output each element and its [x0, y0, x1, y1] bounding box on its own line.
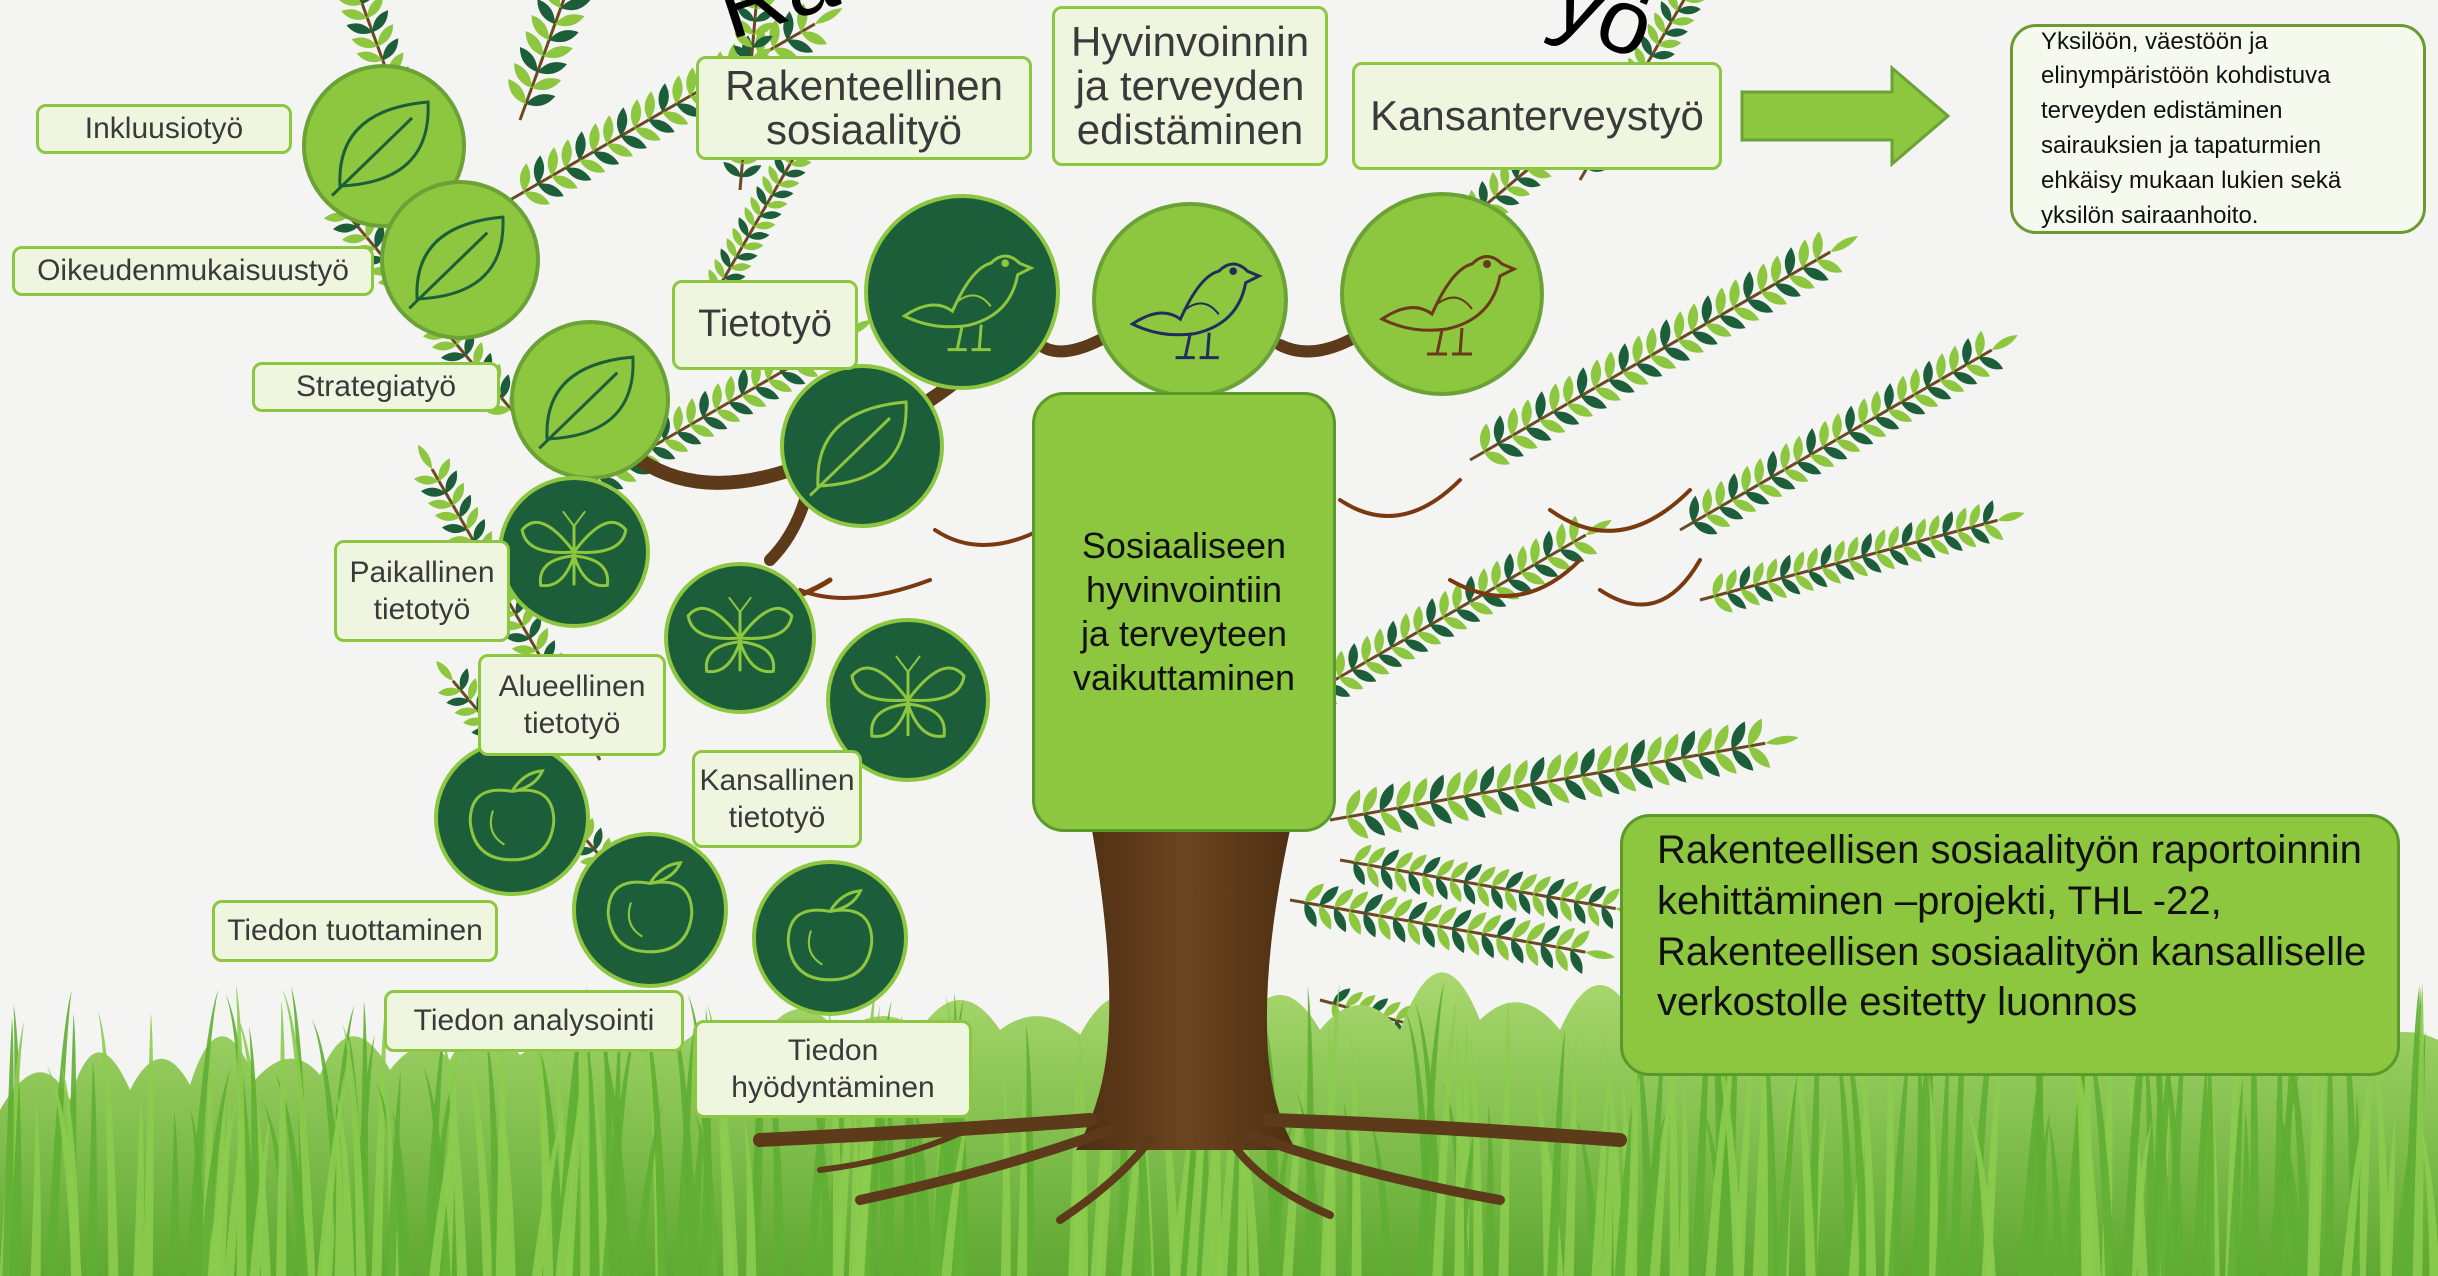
leaf-spray	[1699, 500, 2025, 613]
leaf-spray	[508, 0, 638, 121]
label-oikeudenmukaisuustyo: Oikeudenmukaisuustyö	[12, 246, 374, 296]
label-tietotyo: Tietotyö	[672, 280, 858, 370]
leaf-icon	[380, 180, 540, 340]
label-rakenteellinen-sosiaalityo: Rakenteellinen sosiaalityö	[696, 56, 1032, 160]
leaf-spray	[1329, 718, 1799, 839]
tree-trunk	[1076, 830, 1296, 1150]
arrow-right-icon	[1740, 64, 1951, 168]
tree-roots	[753, 1113, 1627, 1224]
leaf-spray	[1339, 844, 1644, 930]
butterfly-icon	[826, 618, 990, 782]
center-theme-box: Sosiaaliseen hyvinvointiin ja terveyteen…	[1032, 392, 1336, 832]
peach-icon	[572, 832, 728, 988]
bird-icon	[864, 194, 1060, 390]
grass-blades	[0, 980, 2438, 1276]
label-tiedon-tuottaminen: Tiedon tuottaminen	[212, 900, 498, 962]
butterfly-icon	[664, 562, 816, 714]
bird-icon	[1340, 192, 1544, 396]
label-strategiatyo: Strategiatyö	[252, 362, 500, 412]
leaf-spray	[1289, 883, 1615, 974]
peach-icon	[752, 860, 908, 1016]
peach-icon	[434, 740, 590, 896]
label-hyvinvoinnin-ja-terveyden-edistaminen: Hyvinvoinnin ja terveyden edistäminen	[1052, 6, 1328, 166]
label-kansanterveystyo: Kansanterveystyö	[1352, 62, 1722, 170]
label-kansallinen-tietotyo: Kansallinen tietotyö	[692, 750, 862, 848]
leaf-spray	[1299, 515, 1612, 705]
label-tiedon-hyodyntaminen: Tiedon hyödyntäminen	[694, 1020, 972, 1118]
leaf-spray	[1469, 231, 1858, 465]
leaf-icon	[302, 64, 466, 228]
leaf-icon	[780, 364, 944, 528]
leaf-icon	[510, 320, 670, 480]
label-inkluusiotyo: Inkluusiotyö	[36, 104, 292, 154]
label-paikallinen-tietotyo: Paikallinen tietotyö	[334, 540, 510, 642]
label-tiedon-analysointi: Tiedon analysointi	[384, 990, 684, 1052]
definition-note-text: Yksilöön, väestöön ja elinympäristöön ko…	[2041, 27, 2342, 229]
butterfly-icon	[498, 476, 650, 628]
project-caption: Rakenteellisen sosiaalityön raportoinnin…	[1620, 814, 2400, 1076]
icon-circles	[302, 64, 1544, 1016]
project-caption-text: Rakenteellisen sosiaalityön raportoinnin…	[1657, 828, 2367, 1025]
label-alueellinen-tietotyo: Alueellinen tietotyö	[478, 654, 666, 756]
leaf-spray	[1679, 330, 2018, 535]
definition-note: Yksilöön, väestöön ja elinympäristöön ko…	[2010, 24, 2426, 234]
bird-icon	[1092, 202, 1288, 398]
